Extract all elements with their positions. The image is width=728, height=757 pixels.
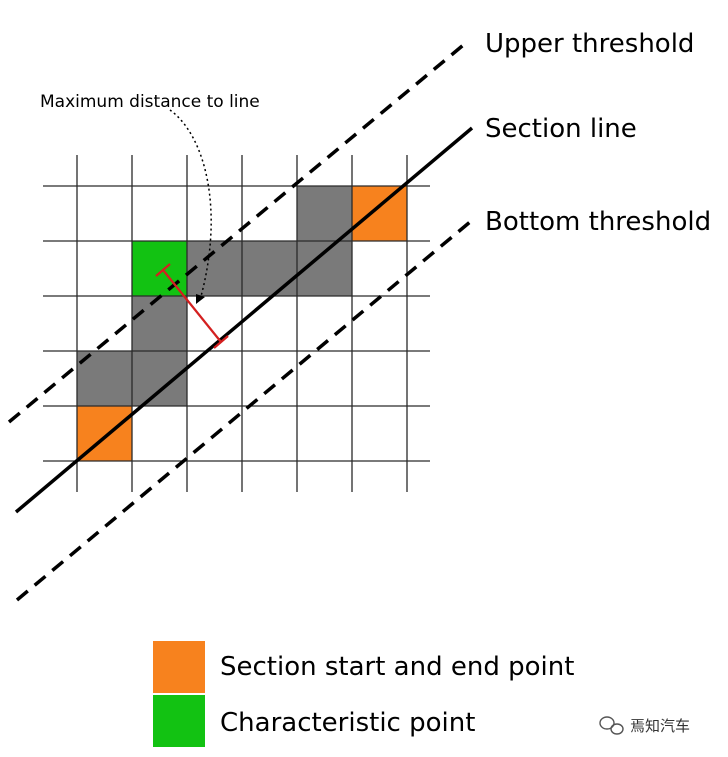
legend-label-characteristic: Characteristic point: [220, 708, 475, 738]
bottom-threshold-label: Bottom threshold: [485, 207, 711, 237]
gray-cell: [297, 186, 352, 241]
watermark: 焉知汽车: [599, 716, 690, 735]
gray-cell: [132, 351, 187, 406]
upper-threshold-label: Upper threshold: [485, 29, 694, 59]
section-line-label: Section line: [485, 114, 637, 144]
section-line: [14, 126, 474, 514]
wechat-icon: [599, 716, 624, 735]
max-distance-marker: [155, 263, 229, 349]
gray-cell: [242, 241, 297, 296]
max-distance-label: Maximum distance to line: [40, 92, 260, 112]
legend-swatch-green: [153, 695, 205, 747]
bottom-threshold-line: [15, 220, 472, 602]
characteristic-point-cell: [132, 241, 187, 296]
watermark-text: 焉知汽车: [630, 717, 690, 735]
section-end-point-cell: [352, 186, 407, 241]
max-distance-pointer: [169, 109, 212, 301]
gray-cell: [132, 296, 187, 351]
legend: Section start and end point Characterist…: [153, 641, 574, 747]
pointer-arrowhead: [196, 294, 205, 304]
legend-swatch-orange: [153, 641, 205, 693]
upper-threshold-line: [7, 40, 469, 424]
legend-label-start-end: Section start and end point: [220, 652, 574, 682]
